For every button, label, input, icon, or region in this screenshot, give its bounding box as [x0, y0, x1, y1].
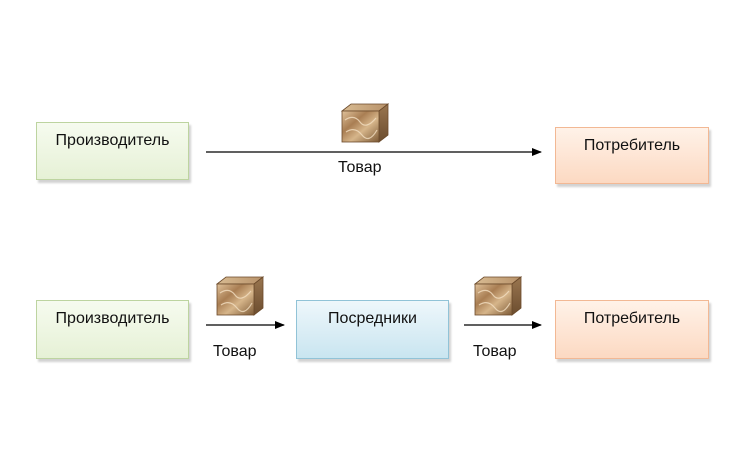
- intermediaries-label: Посредники: [328, 310, 417, 327]
- consumer-label: Потребитель: [583, 137, 681, 154]
- consumer-label: Потребитель: [583, 310, 681, 327]
- goods-cube-icon: [340, 103, 390, 143]
- producer-box-row1: Производитель: [36, 122, 189, 180]
- producer-box-row2: Производитель: [36, 300, 189, 359]
- consumer-box-row2: Потребитель: [555, 300, 709, 359]
- producer-label: Производитель: [55, 310, 170, 327]
- producer-label: Производитель: [55, 132, 170, 149]
- goods-label-row2-right: Товар: [473, 343, 517, 360]
- intermediaries-box: Посредники: [296, 300, 449, 359]
- goods-label-row1: Товар: [338, 159, 382, 176]
- goods-cube-icon: [215, 276, 265, 316]
- consumer-box-row1: Потребитель: [555, 127, 709, 184]
- goods-label-row2-left: Товар: [213, 343, 257, 360]
- goods-cube-icon: [473, 276, 523, 316]
